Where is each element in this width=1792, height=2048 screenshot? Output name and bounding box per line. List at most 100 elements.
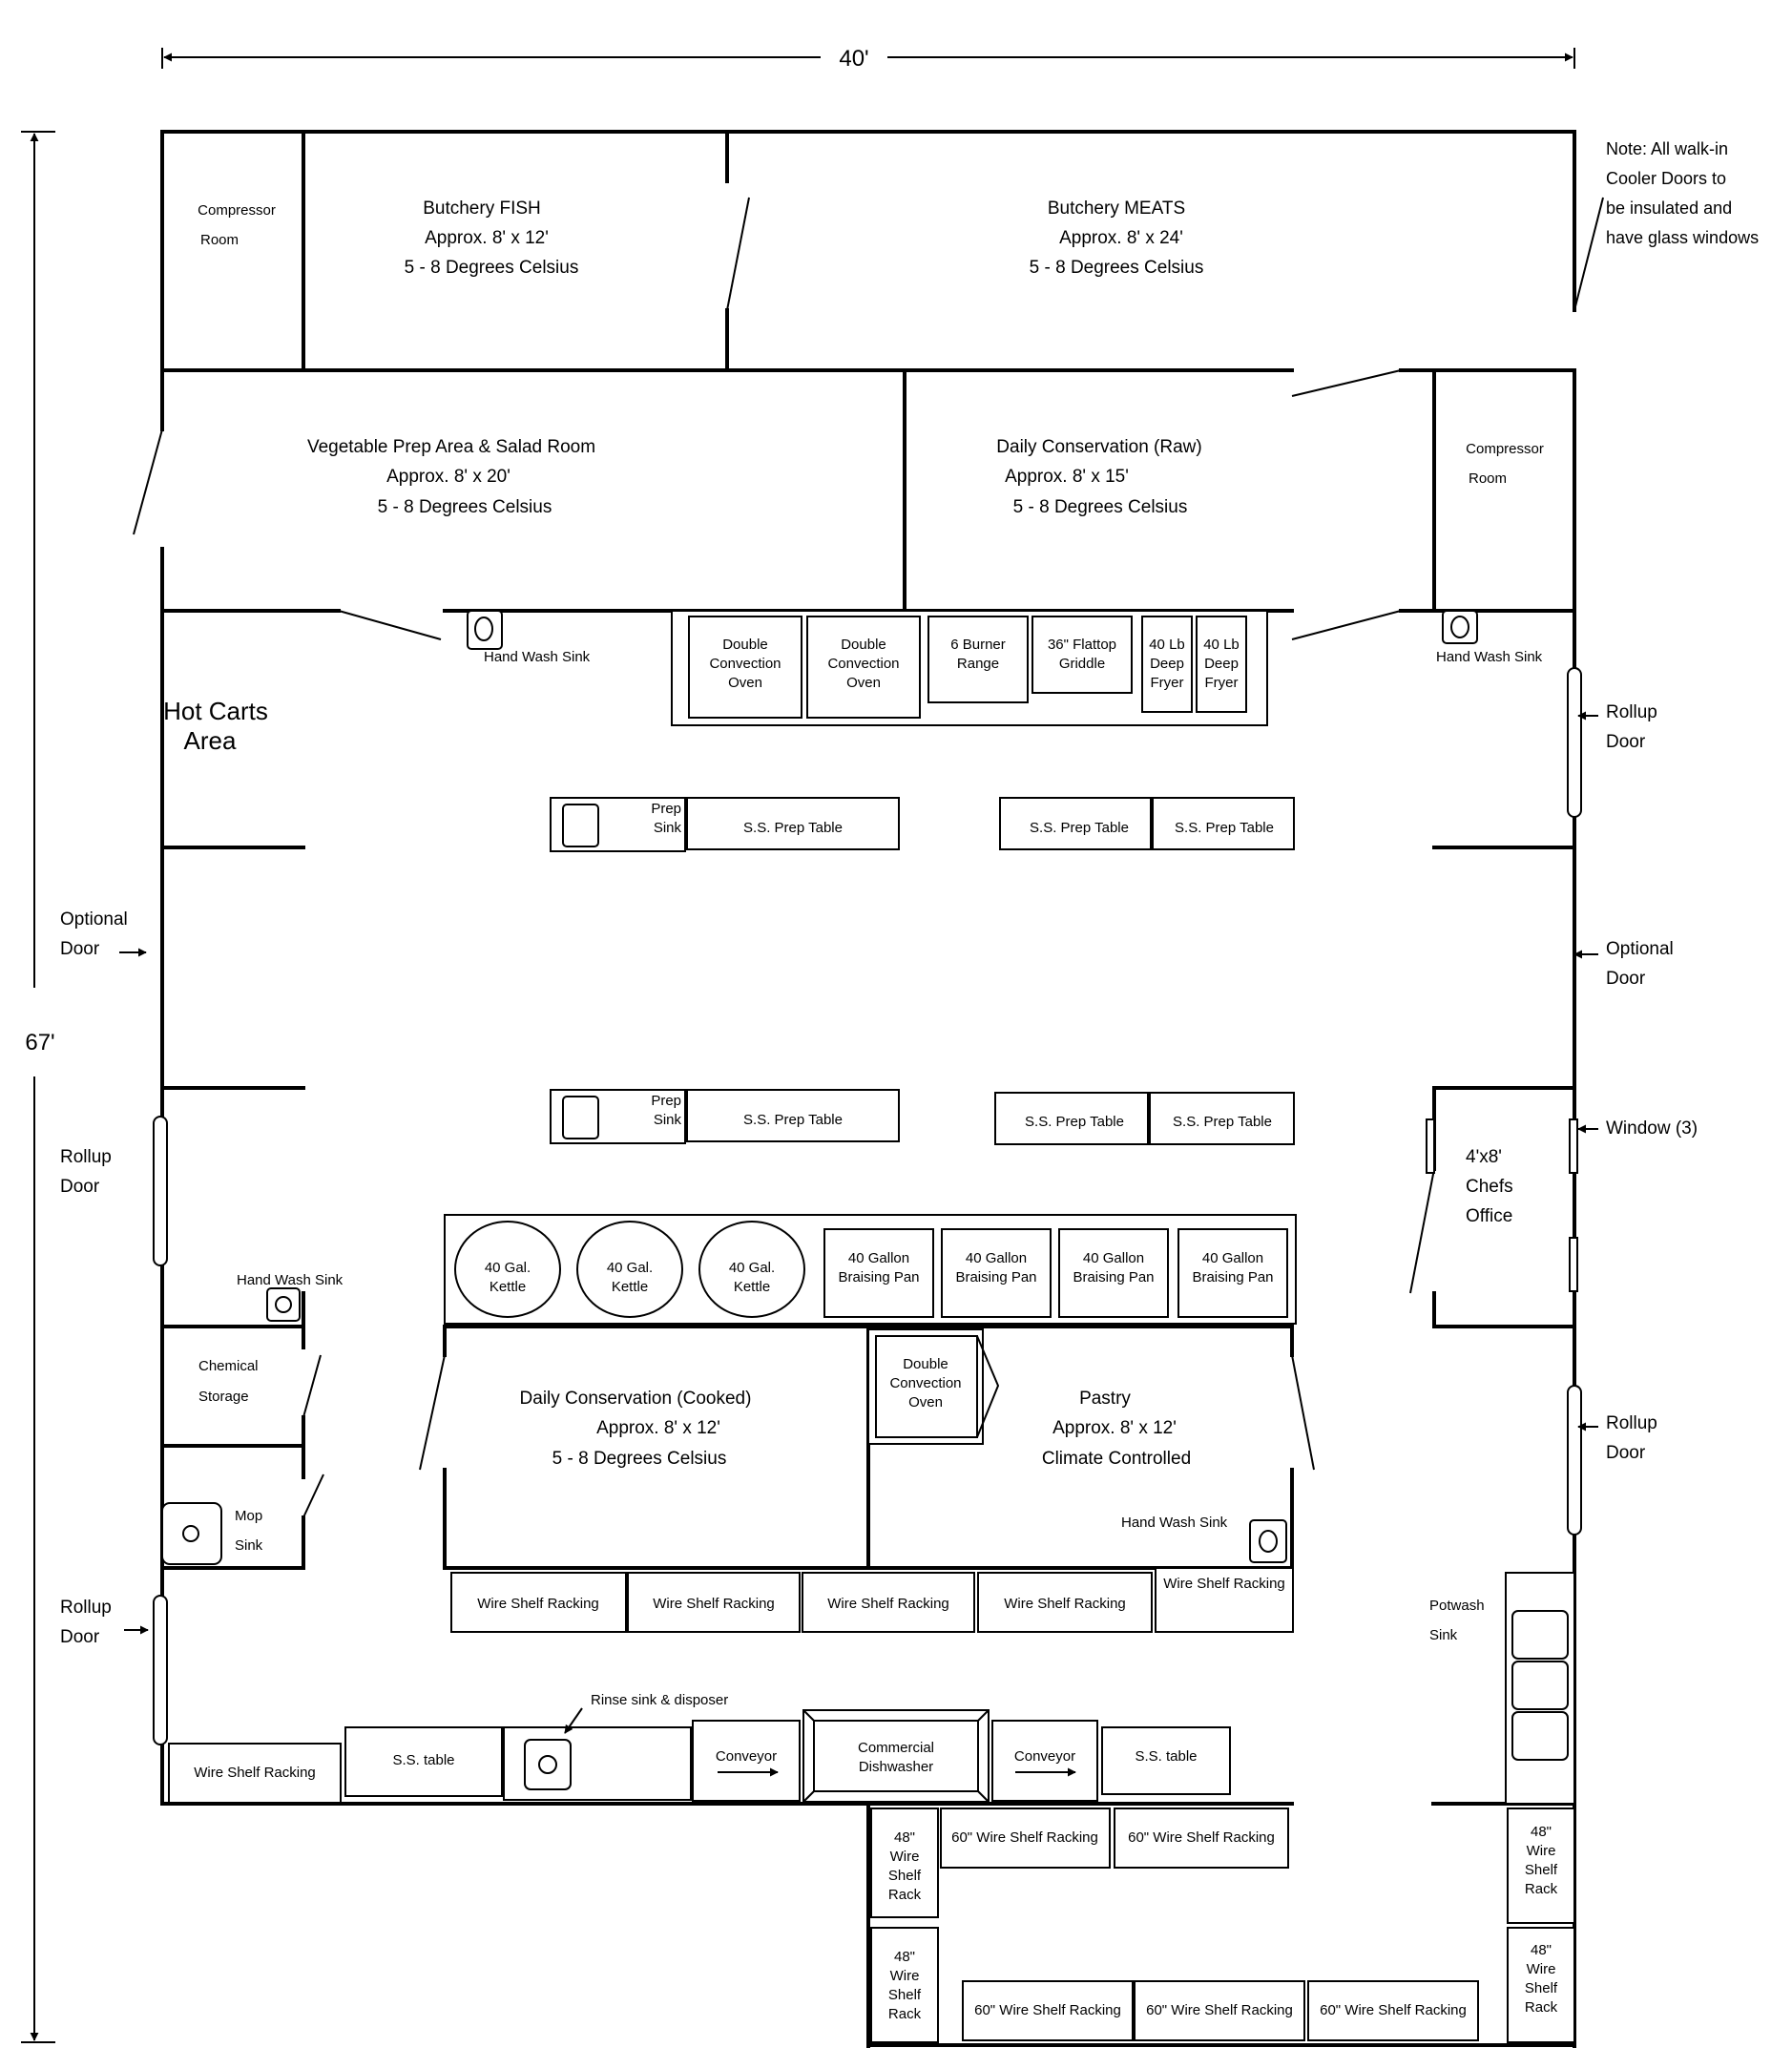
rinse-sink-label: Rinse sink & disposer [591, 1692, 728, 1708]
oven-1-label-l1: Double [722, 637, 768, 653]
prep-sink-2-label-l1: Prep [651, 1093, 681, 1109]
wire-shelf-racking-row [450, 1567, 1294, 1633]
pastry-size: Approx. 8' x 12' [1052, 1418, 1177, 1438]
rollup-door-left-1[interactable] [153, 1116, 168, 1266]
chemical-storage-l2: Storage [198, 1389, 249, 1405]
wire-shelf-racking-1[interactable] [450, 1572, 627, 1633]
optional-door-left-l1: Optional [60, 909, 128, 930]
daily-raw-temp: 5 - 8 Degrees Celsius [1013, 497, 1188, 517]
deep-fryer-2[interactable] [1196, 616, 1247, 713]
shelf-racking-60-4-label: 60" Wire Shelf Racking [1146, 2002, 1293, 2018]
braising-pan-1-label-l2: Braising Pan [838, 1269, 919, 1285]
ss-prep-table-2[interactable] [999, 797, 1152, 850]
veg-prep-size: Approx. 8' x 20' [386, 467, 511, 487]
optional-door-left-l2: Door [60, 939, 100, 959]
shelf-racking-60-5[interactable] [1307, 1980, 1479, 2041]
griddle-label-l2: Griddle [1059, 656, 1105, 672]
door-swings [133, 197, 1604, 1518]
braising-pan-2-label-l2: Braising Pan [955, 1269, 1036, 1285]
rollup-door-right-2[interactable] [1567, 1385, 1582, 1536]
kettle-1[interactable] [454, 1221, 561, 1318]
wire-shelf-racking-3-label: Wire Shelf Racking [827, 1596, 949, 1612]
braising-pan-3-label-l2: Braising Pan [1073, 1269, 1154, 1285]
rack-48-2-l2: Wire [890, 1968, 920, 1984]
compressor-room-top-l2: Room [200, 232, 239, 248]
braising-pan-2[interactable] [941, 1228, 1052, 1318]
wire-shelf-racking-3[interactable] [802, 1572, 975, 1633]
rollup-left-2-l1: Rollup [60, 1598, 112, 1618]
kettle-3[interactable] [698, 1221, 805, 1318]
ss-prep-table-6[interactable] [1149, 1092, 1295, 1145]
rack-48-2-l1: 48" [894, 1949, 915, 1965]
wire-shelf-racking-5[interactable] [1155, 1567, 1294, 1633]
shelf-racking-60-5-label: 60" Wire Shelf Racking [1320, 2002, 1467, 2018]
wire-shelf-rack-48-2[interactable] [870, 1927, 939, 2043]
rollup-door-right-1[interactable] [1567, 667, 1582, 818]
rollup-left-1-l2: Door [60, 1177, 100, 1197]
fryer-2-label-l1: 40 Lb [1203, 637, 1240, 653]
kettle-3-label-l1: 40 Gal. [729, 1260, 775, 1276]
note-l3: be insulated and [1606, 199, 1732, 218]
rack-48-4-l4: Rack [1525, 1999, 1558, 2016]
conveyor-2[interactable] [991, 1720, 1098, 1802]
rollup-door-left-2[interactable] [153, 1595, 168, 1745]
dishwasher-label-l2: Dishwasher [859, 1759, 933, 1775]
shelf-racking-60-3[interactable] [962, 1980, 1134, 2041]
double-convection-oven-1[interactable] [688, 616, 802, 719]
ss-prep-table-5[interactable] [994, 1092, 1149, 1145]
wire-shelf-rack-48-4[interactable] [1507, 1927, 1575, 2043]
conveyor-1[interactable] [692, 1720, 801, 1802]
wire-shelf-racking-2[interactable] [627, 1572, 801, 1633]
ss-table-1[interactable] [344, 1726, 503, 1797]
rack-48-3-l3: Shelf [1525, 1862, 1558, 1878]
kettle-2-label-l1: 40 Gal. [607, 1260, 653, 1276]
braising-pan-4-label-l1: 40 Gallon [1202, 1250, 1263, 1266]
kettle-2[interactable] [576, 1221, 683, 1318]
kettle-3-label-l2: Kettle [734, 1279, 770, 1295]
kettle-2-label-l2: Kettle [612, 1279, 648, 1295]
shelf-racking-60-1[interactable] [940, 1808, 1111, 1869]
shelf-racking-60-4[interactable] [1134, 1980, 1305, 2041]
braising-pan-3[interactable] [1058, 1228, 1169, 1318]
rollup-right-2-l1: Rollup [1606, 1413, 1657, 1433]
ss-table-2[interactable] [1101, 1726, 1231, 1795]
wire-shelf-rack-48-3[interactable] [1507, 1808, 1575, 1924]
prep-sink-1-label-l1: Prep [651, 801, 681, 817]
rollup-right-1-l1: Rollup [1606, 702, 1657, 722]
ss-prep-table-1[interactable] [686, 797, 900, 850]
optional-door-right-l2: Door [1606, 969, 1646, 989]
office-windows [1426, 1118, 1578, 1292]
butchery-fish-temp: 5 - 8 Degrees Celsius [405, 258, 579, 278]
pastry-climate: Climate Controlled [1042, 1449, 1191, 1469]
kettle-line [444, 1214, 1297, 1325]
pastry-title: Pastry [1079, 1389, 1131, 1409]
butchery-meats-temp: 5 - 8 Degrees Celsius [1030, 258, 1204, 278]
double-convection-oven-2[interactable] [806, 616, 921, 719]
flattop-griddle[interactable] [1031, 616, 1133, 694]
oven-2-label-l3: Oven [846, 675, 881, 691]
wire-shelf-racking-4[interactable] [977, 1572, 1153, 1633]
oven-1-label-l2: Convection [709, 656, 781, 672]
rack-48-1-l2: Wire [890, 1849, 920, 1865]
wire-shelf-racking-5-label: Wire Shelf Racking [1163, 1576, 1285, 1592]
daily-cooked-title: Daily Conservation (Cooked) [520, 1389, 752, 1409]
compressor-room-right-l2: Room [1469, 470, 1507, 487]
shelf-racking-60-2[interactable] [1114, 1808, 1289, 1869]
six-burner-range[interactable] [927, 616, 1029, 703]
rack-48-2-l3: Shelf [888, 1987, 922, 2003]
ss-prep-table-4[interactable] [686, 1089, 900, 1142]
compressor-room-top-l1: Compressor [198, 202, 276, 219]
braising-pan-2-label-l1: 40 Gallon [966, 1250, 1027, 1266]
deep-fryer-1[interactable] [1141, 616, 1193, 713]
ss-prep-table-3[interactable] [1152, 797, 1295, 850]
hot-carts-l1: Hot Carts [163, 697, 268, 725]
mop-sink [161, 1502, 222, 1565]
braising-pan-4[interactable] [1177, 1228, 1288, 1318]
wire-shelf-racking-2-label: Wire Shelf Racking [653, 1596, 775, 1612]
wire-shelf-rack-48-1[interactable] [870, 1808, 939, 1918]
wire-shelf-racking-dish[interactable] [168, 1743, 342, 1804]
ss-prep-table-1-label: S.S. Prep Table [743, 820, 843, 836]
braising-pan-1[interactable] [823, 1228, 934, 1318]
dry-storage [870, 1808, 1575, 2043]
window-label: Window (3) [1606, 1118, 1698, 1139]
